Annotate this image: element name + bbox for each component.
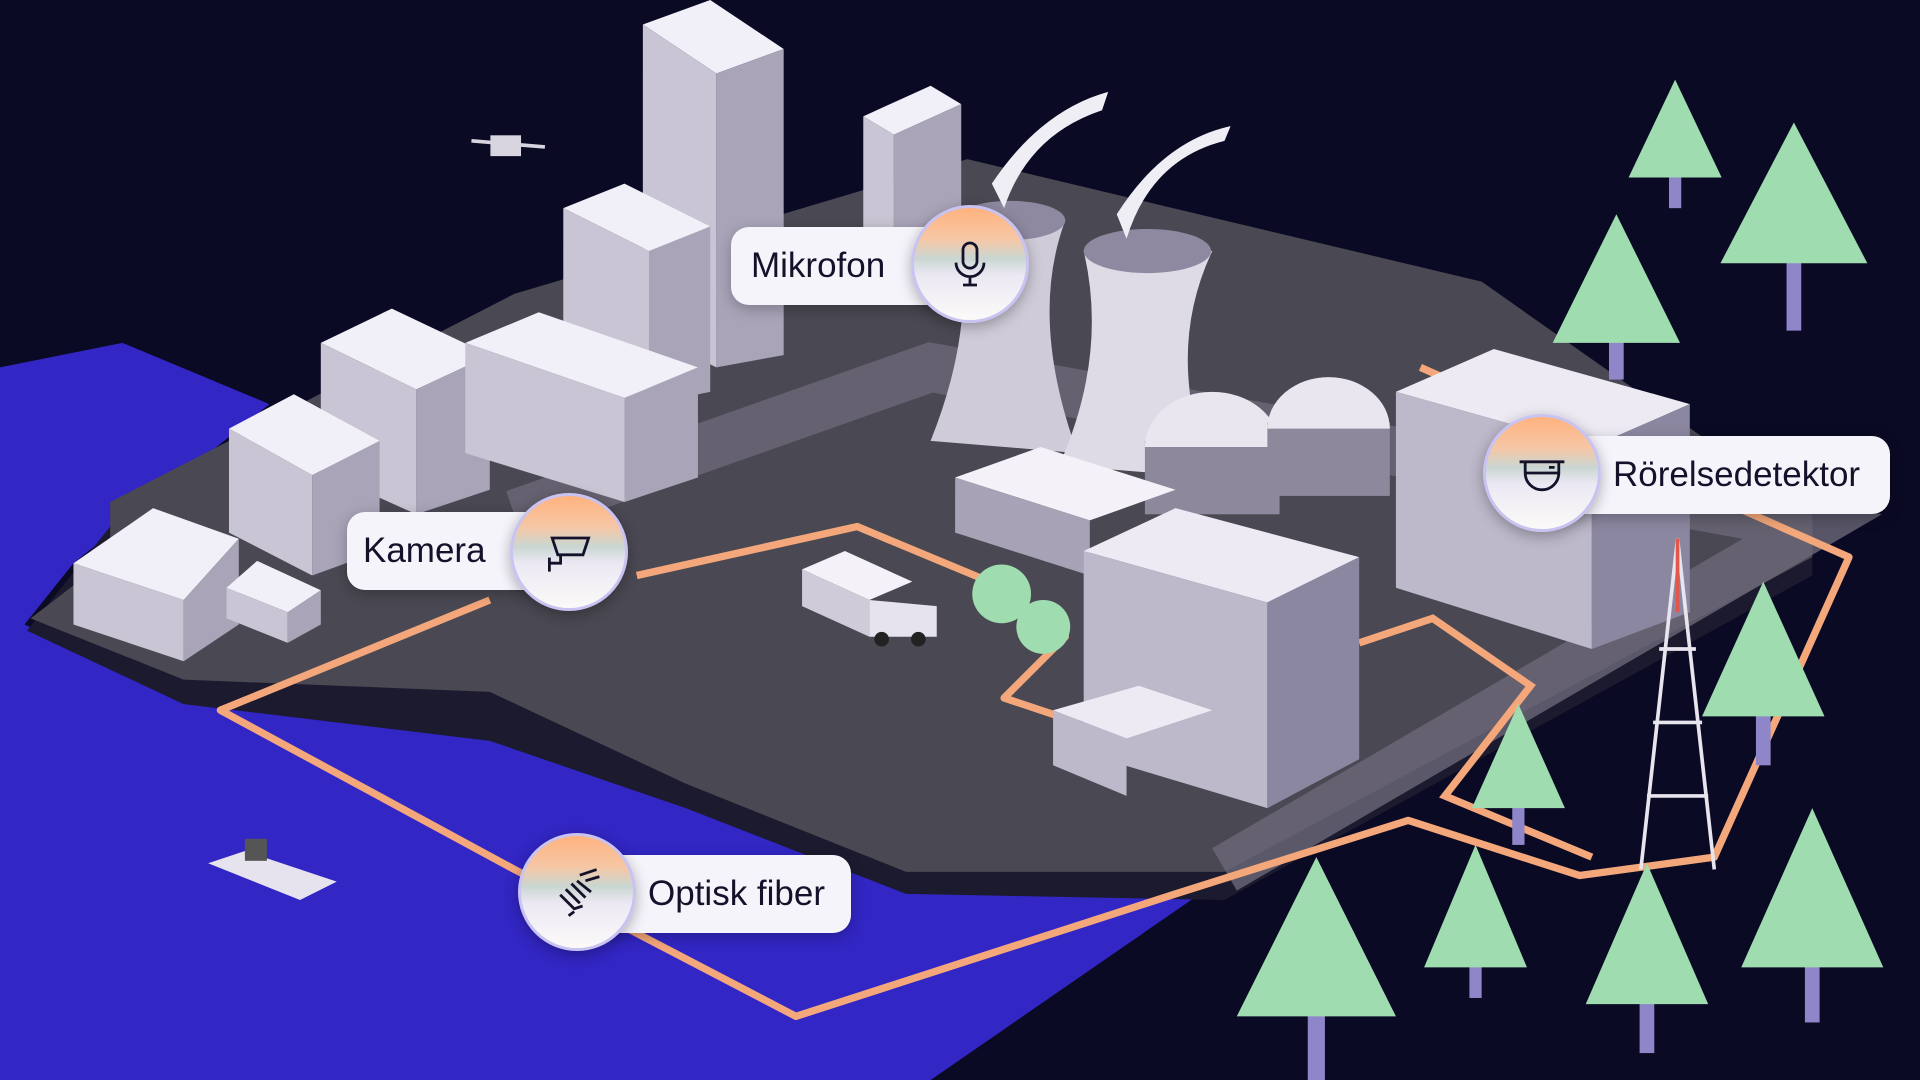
motion-detector-icon: [1519, 460, 1565, 492]
camera-label-text: Kamera: [363, 531, 486, 570]
optical-fiber-label-text: Optisk fiber: [648, 874, 825, 913]
microphone-label-text: Mikrofon: [751, 246, 886, 285]
radio-tower: [1639, 538, 1717, 870]
microphone-icon: [954, 241, 986, 287]
trees: [972, 79, 1884, 1080]
ground: [30, 159, 1813, 872]
fiber-line-branch-2: [1358, 614, 1594, 861]
office-buildings: [955, 348, 1690, 809]
microphone-badge[interactable]: [911, 205, 1029, 323]
truck: [802, 551, 937, 647]
drone: [471, 135, 546, 157]
boat: [208, 838, 337, 901]
reactor-domes: [1144, 377, 1390, 515]
motion-detector-badge[interactable]: [1483, 414, 1601, 532]
camera-badge[interactable]: [510, 493, 628, 611]
motion-detector-label-text: Rörelsedetektor: [1613, 455, 1861, 494]
camera-icon: [548, 536, 591, 572]
optical-fiber-badge[interactable]: [518, 833, 636, 951]
fiber-hand-icon: [559, 868, 600, 917]
